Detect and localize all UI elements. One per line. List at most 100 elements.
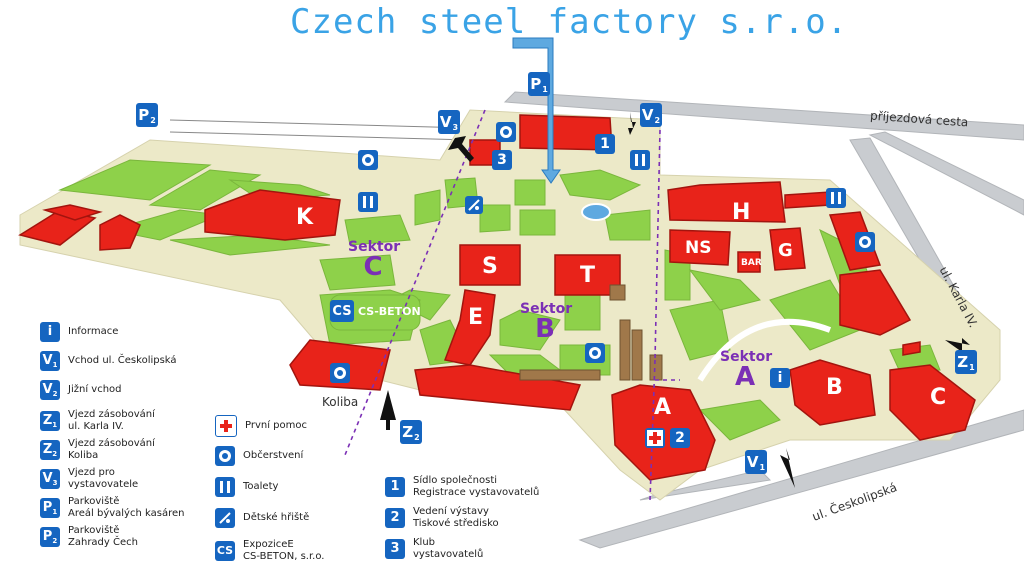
marker-info[interactable]: i	[770, 368, 790, 388]
building-k	[204, 189, 341, 241]
buildings-layer	[18, 114, 976, 481]
legend-item: i Informace	[40, 322, 118, 342]
label-building-a[interactable]: A	[654, 395, 672, 420]
building-long-south	[414, 364, 582, 411]
legend-item: Občerstvení	[215, 446, 303, 466]
marker-1-headquarters[interactable]: 1	[595, 134, 615, 154]
stalls	[519, 284, 663, 381]
legend-text: Vchod ul. Českolipská	[68, 355, 177, 366]
marker-2-management[interactable]: 2	[670, 428, 690, 448]
legend-item: 1 Sídlo společnosti Registrace vystavovat…	[385, 475, 539, 499]
walkway	[697, 318, 832, 382]
label-building-bar[interactable]: BAR	[741, 258, 762, 268]
food-icon[interactable]	[855, 232, 875, 252]
toilet-icon[interactable]	[826, 188, 846, 208]
building-h-annex	[784, 191, 831, 209]
food-icon[interactable]	[496, 122, 516, 142]
legend-text: Informace	[68, 326, 119, 337]
label-building-k[interactable]: K	[296, 205, 314, 230]
food-icon[interactable]	[358, 150, 378, 170]
food-icon[interactable]	[330, 363, 350, 383]
building-bar	[737, 251, 761, 273]
legend-text: Parkoviště Zahrady Čech	[68, 525, 138, 548]
legend-item: První pomoc	[215, 415, 307, 437]
legend-text: Vjezd zásobování Koliba	[68, 438, 155, 461]
first-aid-icon[interactable]	[645, 428, 665, 448]
legend-text: Sídlo společnosti Registrace vystavovate…	[413, 475, 540, 498]
legend-item: Toalety	[215, 477, 278, 497]
label-koliba: Koliba	[322, 395, 359, 409]
toilet-icon	[215, 477, 235, 497]
legend-text: Vedení výstavy Tiskové středisko	[413, 506, 499, 529]
label-building-g[interactable]: G	[778, 240, 793, 261]
cs-badge[interactable]: CS	[330, 300, 354, 322]
legend-text: Vjezd zásobování ul. Karla IV.	[68, 409, 155, 432]
building-g	[769, 227, 806, 271]
map-title: Czech steel factory s.r.o.	[290, 2, 849, 42]
legend-symbol: 3	[385, 539, 405, 559]
legend-text: Jižní vchod	[68, 384, 122, 395]
label-building-ns[interactable]: NS	[685, 238, 712, 258]
fountain	[581, 203, 611, 221]
building-b	[789, 359, 876, 426]
label-building-b[interactable]: B	[826, 375, 843, 400]
roads-layer	[503, 91, 1024, 549]
building-small-west2	[42, 204, 103, 221]
food-icon[interactable]	[585, 343, 605, 363]
legend-symbol: 1	[385, 477, 405, 497]
legend-text: Občerstvení	[243, 450, 304, 461]
legend-symbol: i	[40, 322, 60, 342]
building-d	[839, 269, 912, 336]
building-z1	[902, 341, 921, 356]
label-building-e[interactable]: E	[468, 305, 484, 330]
label-building-c[interactable]: C	[930, 385, 947, 410]
sector-boundaries	[344, 109, 680, 501]
marker-3-club[interactable]: 3	[492, 150, 512, 170]
toilet-icon[interactable]	[630, 150, 650, 170]
building-c	[889, 364, 976, 441]
toilet-icon[interactable]	[358, 192, 378, 212]
legend-item: Dětské hřiště	[215, 508, 309, 528]
legend-text: Parkoviště Areál bývalých kasáren	[68, 496, 185, 519]
first-aid-icon	[215, 415, 237, 437]
building-ns	[669, 229, 731, 266]
legend-symbol: 2	[385, 508, 405, 528]
building-small-west3	[99, 214, 141, 251]
label-cs-beton[interactable]: CS-BETON	[358, 305, 421, 318]
legend-text: Vjezd pro vystavovatele	[68, 467, 139, 490]
legend-item: 2 Vedení výstavy Tiskové středisko	[385, 506, 499, 530]
label-building-s[interactable]: S	[482, 254, 498, 279]
building-h	[667, 181, 786, 223]
food-icon	[215, 446, 235, 466]
label-building-t[interactable]: T	[580, 263, 596, 288]
legend-text: První pomoc	[245, 420, 308, 431]
label-building-h[interactable]: H	[732, 200, 751, 225]
legend-text: Dětské hřiště	[243, 512, 310, 523]
playground-icon[interactable]	[465, 196, 483, 214]
